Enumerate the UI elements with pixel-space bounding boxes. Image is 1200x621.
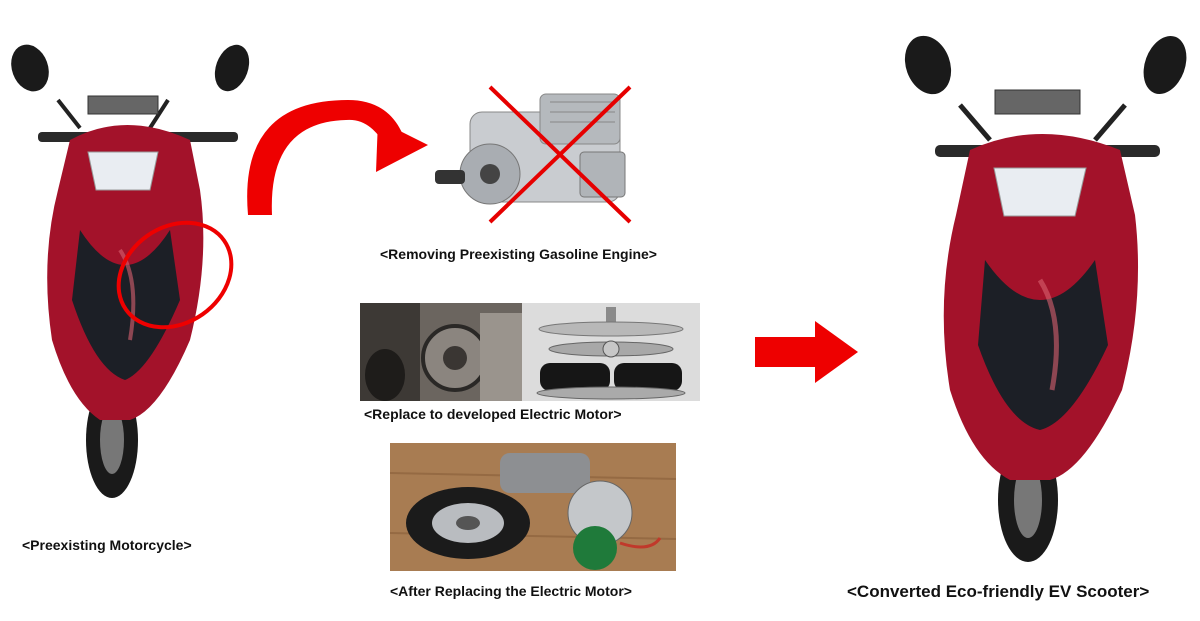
converted-scooter-image	[904, 35, 1187, 562]
motor-installation-photo	[360, 303, 522, 401]
caption-removing-engine: <Removing Preexisting Gasoline Engine>	[380, 246, 657, 262]
right-arrow-icon	[755, 321, 858, 383]
caption-converted-scooter: <Converted Eco-friendly EV Scooter>	[847, 582, 1150, 601]
highlight-circle	[116, 220, 234, 330]
caption-after-replacing: <After Replacing the Electric Motor>	[390, 583, 632, 599]
caption-replace-motor: <Replace to developed Electric Motor>	[364, 406, 622, 422]
cross-icon	[488, 85, 632, 224]
preexisting-scooter-image	[11, 44, 250, 498]
replaced-motor-photo	[390, 443, 676, 571]
curved-arrow-icon	[247, 100, 428, 215]
caption-preexisting-motorcycle: <Preexisting Motorcycle>	[22, 537, 192, 553]
electric-motor-diagram	[522, 303, 700, 401]
